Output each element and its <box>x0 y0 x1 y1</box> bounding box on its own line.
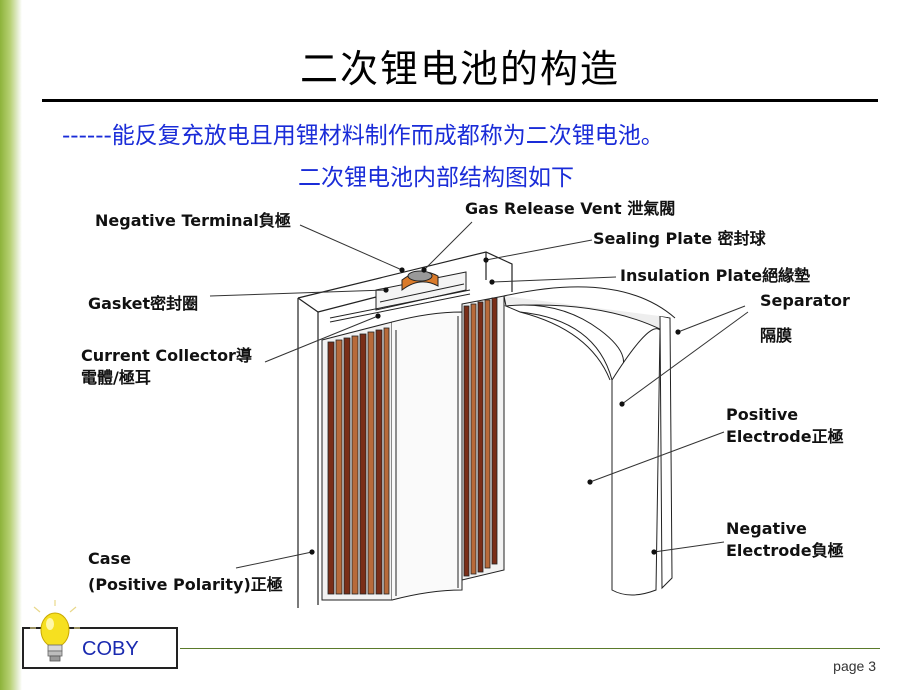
label-current-collector-line1: Current Collector導 <box>81 346 252 365</box>
label-negative-electrode-line1: Negative <box>726 519 807 538</box>
label-case-line2: (Positive Polarity)正極 <box>88 575 283 594</box>
subtitle-line-2: 二次锂电池内部结构图如下 <box>298 165 574 191</box>
title-divider <box>42 99 878 102</box>
label-positive-electrode-line1: Positive <box>726 405 799 424</box>
label-current-collector-line2: 電體/極耳 <box>81 368 151 387</box>
label-case-line1: Case <box>88 549 131 568</box>
sealing-assembly <box>329 270 471 323</box>
left-electrode-stack <box>321 321 393 601</box>
label-negative-electrode-line2: Electrode負極 <box>726 541 844 560</box>
logo-text: COBY <box>82 638 139 660</box>
lightbulb-icon <box>30 600 80 662</box>
left-accent-bar <box>0 0 22 690</box>
unrolled-sheets <box>503 286 676 596</box>
slide-title: 二次锂电池的构造 <box>299 47 620 91</box>
page-number: page 3 <box>833 658 876 674</box>
battery-core <box>391 311 463 601</box>
callout-dots <box>309 257 681 555</box>
subtitle-line-1: ------能反复充放电且用锂材料制作而成都称为二次锂电池。 <box>62 123 664 149</box>
label-negative-terminal: Negative Terminal負極 <box>95 211 291 230</box>
label-separator: Separator <box>760 291 850 310</box>
label-sealing-plate: Sealing Plate 密封球 <box>593 229 766 248</box>
label-insulation-plate: Insulation Plate絕緣墊 <box>620 266 811 285</box>
footer-divider <box>180 648 880 649</box>
label-separator-zh: 隔膜 <box>760 326 793 345</box>
label-positive-electrode-line2: Electrode正極 <box>726 427 844 446</box>
right-electrode-stack <box>461 295 505 581</box>
label-gasket: Gasket密封圈 <box>88 294 199 313</box>
leader-lines <box>209 221 749 569</box>
label-gas-release-vent: Gas Release Vent 泄氣閥 <box>465 199 676 218</box>
